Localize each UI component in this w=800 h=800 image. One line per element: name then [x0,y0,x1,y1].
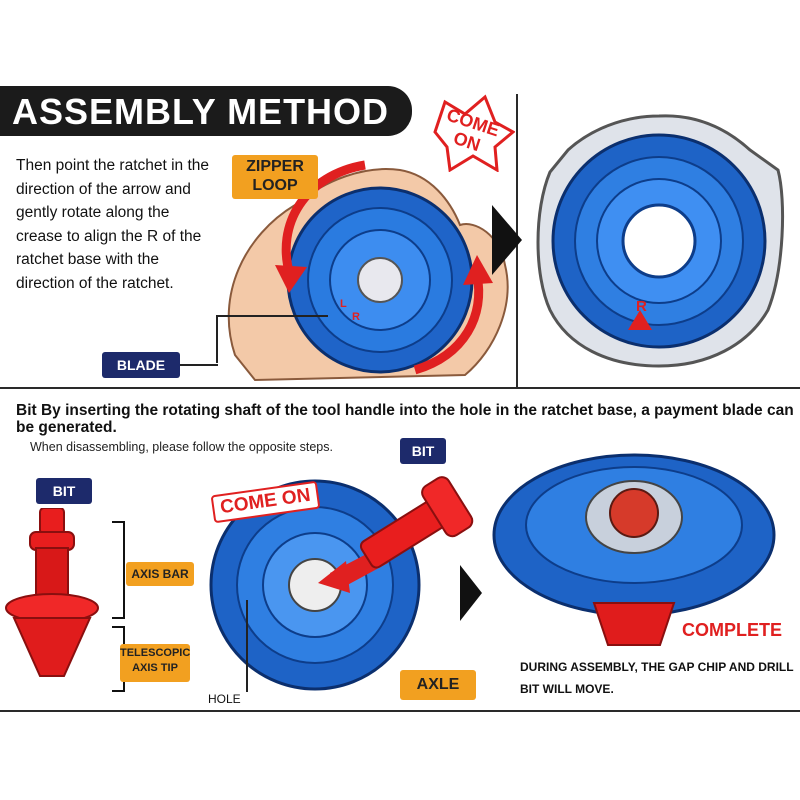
header-bar [0,86,412,136]
blade-leader-line [216,315,218,363]
section-divider [0,387,800,389]
telescopic-tip-tag: TELESCOPIC AXIS TIP [120,644,190,682]
bottom-frame-line [0,710,800,712]
axle-tag: AXLE [400,670,476,700]
axis-bar-tag: AXIS BAR [126,562,194,586]
ring-mark-l: L [340,298,347,310]
zipper-loop-tag: ZIPPER LOOP [232,155,318,199]
blade-tag: BLADE [102,352,180,378]
complete-top-illustration [492,453,776,646]
ratchet-base-illustration [536,114,785,368]
next-step-arrow-icon-bottom [460,565,482,621]
next-step-arrow-icon [492,205,522,275]
bit-insertion-illustration [209,476,474,691]
blade-leader-line-h [216,315,328,317]
bit-tag-left: BIT [36,478,92,504]
complete-label: COMPLETE [678,620,787,641]
rotate-arrow-left [281,160,366,277]
hole-leader-line [246,600,248,692]
disassembly-note: When disassembling, please follow the op… [30,440,333,454]
axis-bar-bracket [112,521,125,619]
blade-tag-connector [180,364,218,366]
come-on-badge [433,94,515,172]
hole-label: HOLE [208,692,241,706]
ratchet-r-mark: R [636,298,647,315]
bit-tag-center: BIT [400,438,446,464]
bit-illustration [5,508,99,677]
rotate-arrow-right [413,274,484,375]
blade-assembly-illustration [227,160,509,382]
ring-mark-r: R [352,311,360,323]
bottom-instructions: Bit By inserting the rotating shaft of t… [16,402,794,436]
assembly-note: DURING ASSEMBLY, THE GAP CHIP AND DRILL … [520,660,794,696]
top-instructions: Then point the ratchet in the direction … [16,157,210,292]
page-title: ASSEMBLY METHOD [12,91,390,132]
